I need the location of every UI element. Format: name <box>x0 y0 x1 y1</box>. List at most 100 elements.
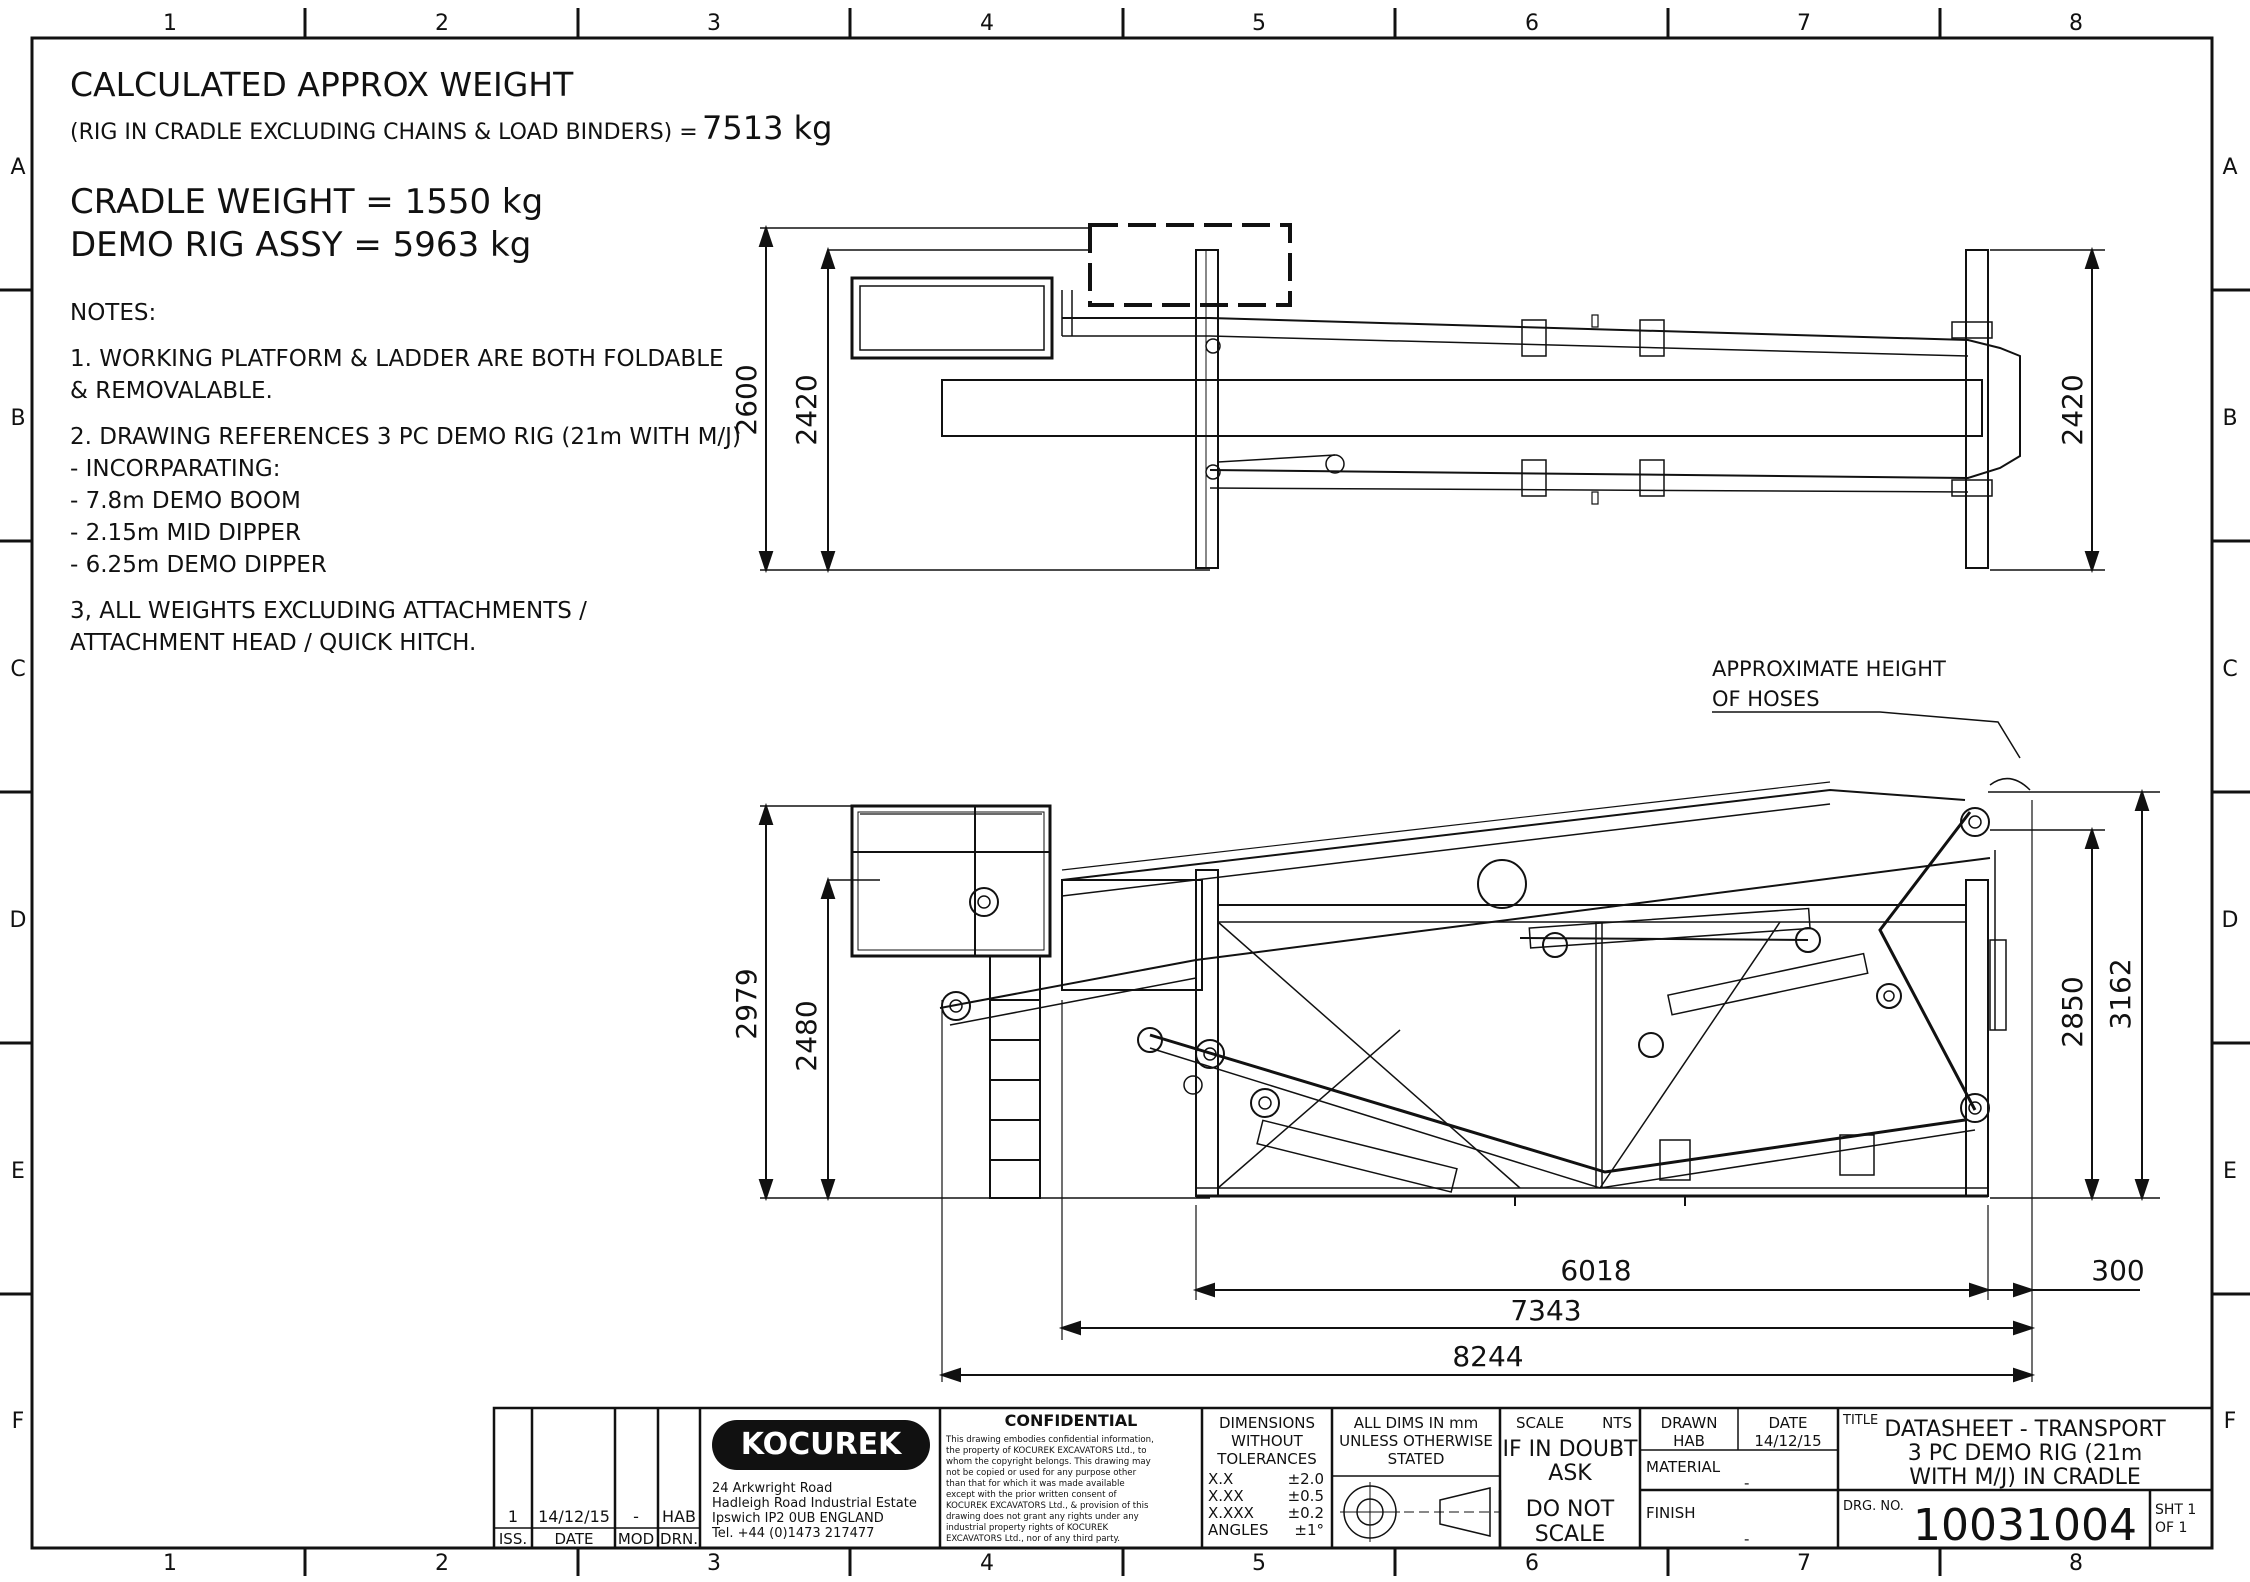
tolerance-heading: TOLERANCES <box>1216 1450 1317 1468</box>
notes-block: NOTES: 1. WORKING PLATFORM & LADDER ARE … <box>70 300 741 656</box>
notes-heading: NOTES: <box>70 300 156 326</box>
grid-row-label: B <box>10 406 25 431</box>
grid-col-label: 7 <box>1797 1551 1811 1576</box>
date-label: DATE <box>1768 1414 1807 1432</box>
do-not-scale-line: DO NOT <box>1526 1497 1615 1522</box>
confidential-line: drawing does not grant any rights under … <box>946 1512 1139 1522</box>
date-value: 14/12/15 <box>1754 1432 1821 1450</box>
tolerance-label: ANGLES <box>1208 1521 1268 1539</box>
grid-col-label: 5 <box>1252 1551 1266 1576</box>
do-not-scale-line: SCALE <box>1535 1522 1606 1547</box>
drawing-number: 10031004 <box>1913 1500 2137 1551</box>
weights-demo: DEMO RIG ASSY = 5963 kg <box>70 225 531 265</box>
grid-row-label: E <box>11 1159 25 1184</box>
dim-plan-inner: 2420 <box>790 374 823 445</box>
tolerance-heading: WITHOUT <box>1231 1432 1303 1450</box>
note-line: - INCORPARATING: <box>70 456 280 482</box>
side-elevation <box>758 781 2160 1206</box>
rev-header-drn: DRN. <box>660 1530 698 1548</box>
dim-len-total: 8244 <box>1452 1340 1523 1373</box>
note-line: - 7.8m DEMO BOOM <box>70 488 301 514</box>
rev-date: 14/12/15 <box>538 1507 610 1526</box>
grid-col-label: 1 <box>163 11 177 36</box>
weights-heading: CALCULATED APPROX WEIGHT <box>70 65 574 104</box>
sheet-line: SHT 1 <box>2155 1502 2196 1518</box>
grid-col-label: 1 <box>163 1551 177 1576</box>
grid-row-label: F <box>12 1409 25 1434</box>
weights-cradle: CRADLE WEIGHT = 1550 kg <box>70 182 543 222</box>
confidential-line: EXCAVATORS Ltd., nor of any third party. <box>946 1534 1120 1544</box>
drawn-label: DRAWN <box>1661 1414 1718 1432</box>
grid-row-label: C <box>10 657 25 682</box>
dim-len-mid: 7343 <box>1510 1294 1581 1327</box>
hoses-callout: APPROXIMATE HEIGHT OF HOSES <box>1712 657 2031 791</box>
tolerance-label: X.XX <box>1208 1487 1244 1505</box>
sheet-line: OF 1 <box>2155 1520 2187 1536</box>
title-line: WITH M/J) IN CRADLE <box>1909 1465 2141 1490</box>
tolerance-heading: DIMENSIONS <box>1219 1414 1315 1432</box>
dim-side-right-inner: 2850 <box>2056 976 2089 1047</box>
confidential-heading: CONFIDENTIAL <box>1005 1411 1138 1430</box>
grid-col-label: 8 <box>2069 1551 2083 1576</box>
address-line: Hadleigh Road Industrial Estate <box>712 1496 917 1511</box>
confidential-line: not be copied or used for any purpose ot… <box>946 1468 1137 1478</box>
dim-plan-right: 2420 <box>2056 374 2089 445</box>
material-value: - <box>1744 1474 1749 1492</box>
material-label: MATERIAL <box>1646 1458 1721 1476</box>
tolerance-label: X.XXX <box>1208 1504 1254 1522</box>
length-dimensions <box>938 800 2140 1383</box>
grid-row-label: E <box>2223 1159 2237 1184</box>
title-line: DATASHEET - TRANSPORT <box>1884 1417 2166 1442</box>
address-line: Tel. +44 (0)1473 217477 <box>711 1526 874 1541</box>
units-line: UNLESS OTHERWISE <box>1339 1432 1493 1450</box>
company-logo-badge <box>712 1420 930 1470</box>
note-line: 1. WORKING PLATFORM & LADDER ARE BOTH FO… <box>70 346 724 372</box>
grid-col-label: 2 <box>435 11 449 36</box>
tolerance-value: ±0.2 <box>1288 1504 1324 1522</box>
confidential-line: industrial property rights of KOCUREK <box>946 1523 1108 1533</box>
tolerance-value: ±1° <box>1294 1521 1324 1539</box>
grid-row-label: D <box>2222 908 2239 933</box>
dim-side-right-outer: 3162 <box>2104 958 2137 1029</box>
doubt-line: IF IN DOUBT <box>1503 1437 1639 1462</box>
grid-col-label: 6 <box>1525 11 1539 36</box>
company-logo: KOCUREK <box>741 1427 903 1462</box>
drg-label: DRG. NO. <box>1843 1499 1904 1514</box>
grid-col-label: 2 <box>435 1551 449 1576</box>
grid-col-label: 6 <box>1525 1551 1539 1576</box>
note-line: - 6.25m DEMO DIPPER <box>70 552 327 578</box>
grid-row-label: C <box>2222 657 2237 682</box>
grid-col-label: 8 <box>2069 11 2083 36</box>
tolerance-value: ±0.5 <box>1288 1487 1324 1505</box>
rev-mod: - <box>633 1507 639 1526</box>
grid-row-label: F <box>2224 1409 2237 1434</box>
grid-row-label: D <box>10 908 27 933</box>
plan-view <box>758 223 2105 574</box>
confidential-line: This drawing embodies confidential infor… <box>945 1435 1154 1445</box>
weights-rig-value: 7513 kg <box>702 109 832 147</box>
title-label: TITLE <box>1842 1413 1878 1428</box>
rev-drn: HAB <box>662 1507 696 1526</box>
dim-plan-outer: 2600 <box>730 364 763 435</box>
dim-len-overhang: 300 <box>2091 1254 2144 1287</box>
confidential-line: than that for which it was made availabl… <box>946 1479 1125 1489</box>
grid-col-label: 4 <box>980 11 994 36</box>
confidential-line: KOCUREK EXCAVATORS Ltd., & provision of … <box>946 1501 1149 1511</box>
grid-col-label: 4 <box>980 1551 994 1576</box>
rev-header-mod: MOD <box>618 1530 654 1548</box>
dim-side-frame: 2480 <box>790 1000 823 1071</box>
tolerance-label: X.X <box>1208 1470 1233 1488</box>
tolerance-value: ±2.0 <box>1288 1470 1324 1488</box>
address-line: Ipswich IP2 0UB ENGLAND <box>712 1511 884 1526</box>
finish-value: - <box>1744 1530 1749 1548</box>
title-line: 3 PC DEMO RIG (21m <box>1908 1441 2143 1466</box>
scale-label: SCALE <box>1516 1414 1564 1432</box>
title-block <box>492 1406 2214 1550</box>
grid-row-label: A <box>2222 155 2237 180</box>
rev-iss: 1 <box>508 1507 518 1526</box>
grid-col-label: 7 <box>1797 11 1811 36</box>
note-line: ATTACHMENT HEAD / QUICK HITCH. <box>70 630 476 656</box>
note-line: 3, ALL WEIGHTS EXCLUDING ATTACHMENTS / <box>70 598 587 624</box>
confidential-line: the property of KOCUREK EXCAVATORS Ltd.,… <box>946 1446 1147 1456</box>
